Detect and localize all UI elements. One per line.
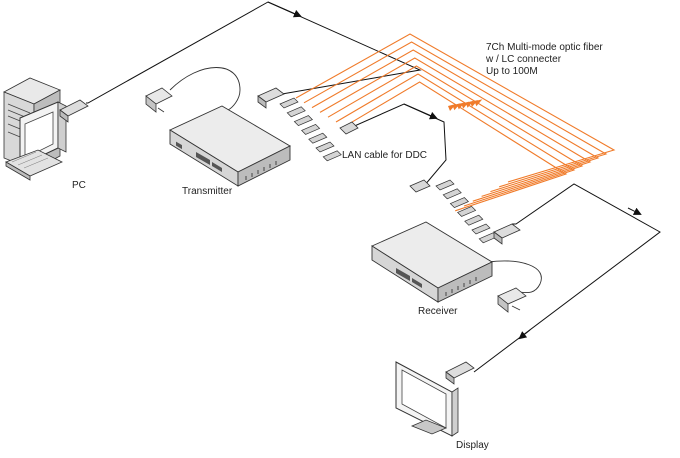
transmitter-lc-connectors	[279, 97, 342, 162]
transmitter-label: Transmitter	[182, 186, 233, 197]
lc-connector	[442, 188, 462, 200]
lc-connector	[315, 141, 335, 153]
pc-computer	[3, 77, 67, 181]
pc-dvi-plug	[59, 99, 89, 123]
lc-connector	[456, 205, 477, 217]
transmitter-dvi-plug	[257, 87, 285, 109]
pc-keyboard	[5, 149, 63, 181]
lc-connector	[300, 123, 321, 135]
receiver-unit	[371, 221, 493, 303]
receiver-lc-connectors	[435, 179, 498, 244]
lc-connector	[322, 150, 342, 162]
lc-connector	[435, 179, 455, 191]
display-monitor	[395, 361, 459, 437]
fiber-bundle	[295, 33, 616, 212]
transmitter-vents	[245, 161, 277, 180]
receiver-power-adapter	[487, 260, 542, 313]
lc-connector	[293, 115, 314, 127]
lc-connector	[449, 197, 470, 209]
receiver-label: Receiver	[418, 306, 458, 317]
lc-connector	[286, 106, 306, 118]
fiber-line	[335, 73, 576, 207]
fiber-line	[319, 57, 592, 197]
fiber-spec-line-2: w / LC connecter	[486, 54, 562, 65]
receiver-dvi-plug	[493, 223, 521, 245]
transmitter-unit	[169, 105, 291, 187]
fiber-line	[303, 41, 608, 188]
lc-connector	[471, 223, 491, 235]
display-dvi-plug	[445, 361, 475, 385]
fiber-spec-line-3: Up to 100M	[486, 66, 538, 77]
display-label: Display	[456, 440, 489, 451]
fiber-line	[343, 81, 568, 212]
pc-label: PC	[72, 180, 86, 191]
lan-cable-label: LAN cable for DDC	[342, 150, 428, 161]
lc-connector	[308, 132, 328, 144]
fiber-line	[295, 33, 616, 183]
transmitter-power-adapter	[145, 67, 241, 113]
receiver-vents	[445, 277, 477, 296]
dvi-cable-display	[445, 183, 661, 385]
lc-connector	[464, 214, 484, 226]
fiber-spec-line-1: 7Ch Multi-mode optic fiber	[486, 42, 603, 53]
fiber-arrow	[474, 99, 483, 107]
lc-connector	[279, 97, 299, 109]
dvi-cable-pc	[59, 1, 422, 123]
fiber-line	[311, 49, 600, 193]
lan-cable-ddc	[339, 103, 447, 193]
fiber-line	[327, 65, 584, 202]
fiber-spec-note: 7Ch Multi-mode optic fiber w / LC connec…	[486, 42, 603, 78]
